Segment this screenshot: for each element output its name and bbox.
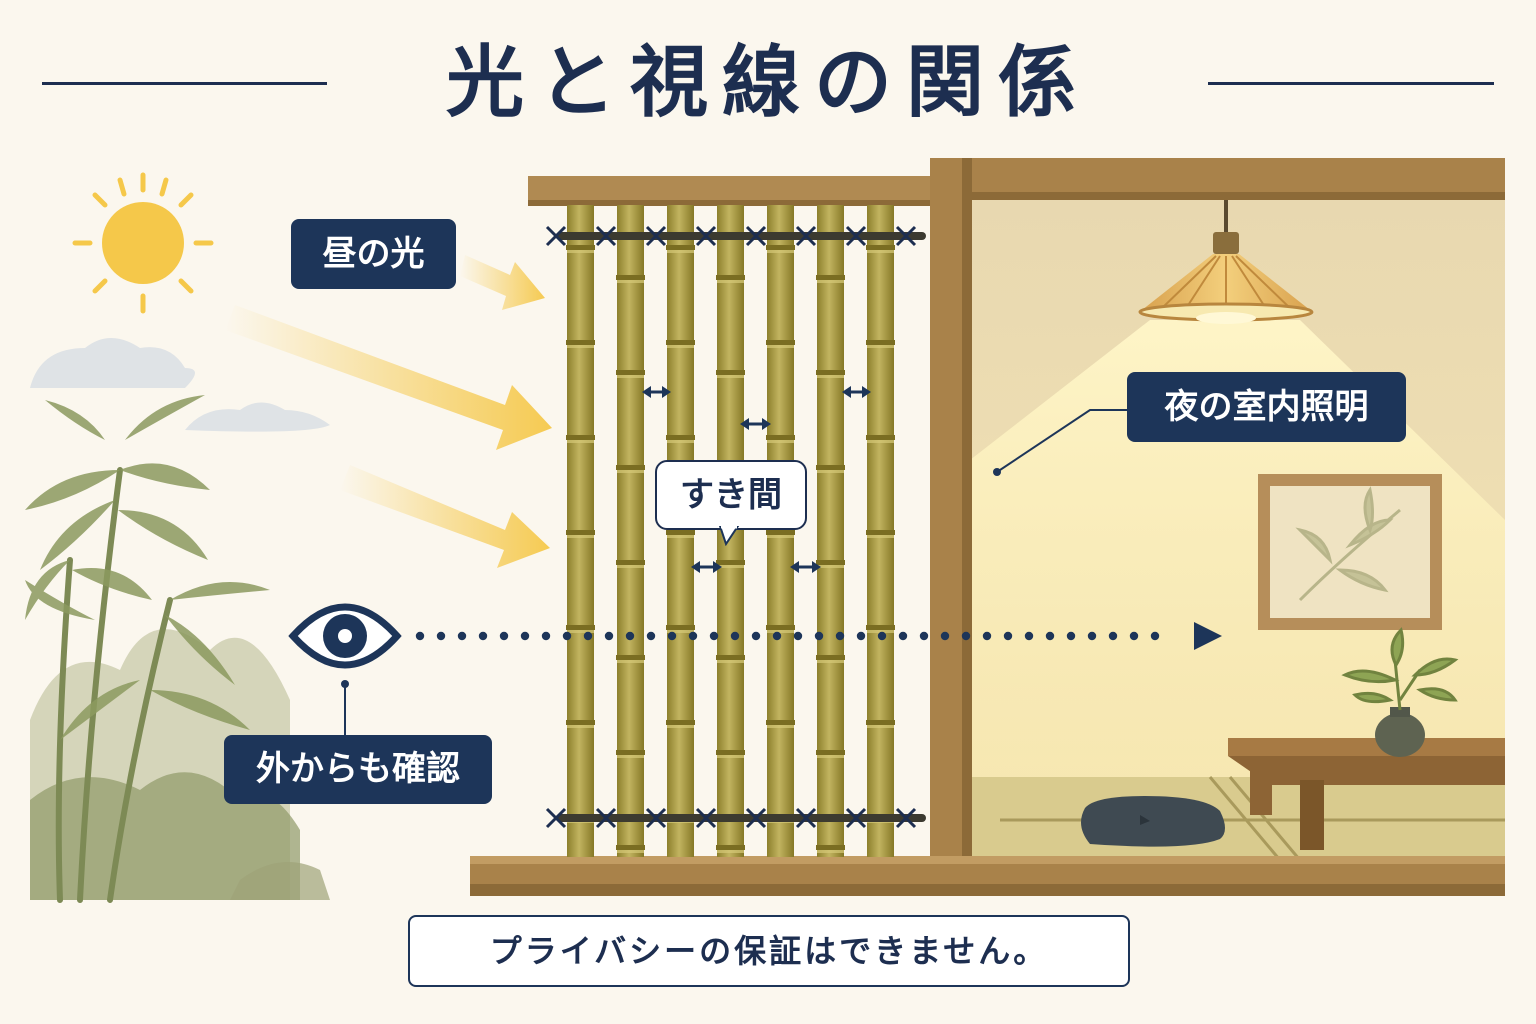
night-light-leader	[993, 409, 1128, 476]
low-table-icon	[1228, 738, 1505, 850]
sight-dot	[1129, 631, 1139, 641]
sight-dot	[457, 631, 467, 641]
gap-arrow	[691, 561, 722, 573]
sight-dot	[520, 631, 530, 641]
sight-dot	[1024, 631, 1034, 641]
sight-dot	[667, 631, 677, 641]
sight-arrowhead	[1194, 622, 1222, 650]
sight-dot	[940, 631, 950, 641]
sight-dot	[1108, 631, 1118, 641]
sight-dot	[415, 631, 425, 641]
sight-dot	[814, 631, 824, 641]
bamboo-plant-icon	[25, 395, 330, 903]
sight-dot	[856, 631, 866, 641]
sunlight-rays	[225, 255, 552, 568]
gap-arrow	[740, 418, 771, 430]
bamboo-screen	[545, 205, 926, 857]
sight-dot	[1066, 631, 1076, 641]
sight-dot	[604, 631, 614, 641]
sight-dot	[478, 631, 488, 641]
gap-arrow	[642, 386, 671, 398]
daylight-label: 昼の光	[291, 219, 456, 289]
sight-dot	[1003, 631, 1013, 641]
eye-icon	[288, 603, 402, 735]
privacy-notice: プライバシーの保証はできません。	[408, 915, 1130, 987]
page-title: 光と視線の関係	[445, 37, 1090, 128]
bamboo-pole	[766, 205, 795, 857]
title-rule-left	[42, 82, 327, 85]
gap-label: すき間	[655, 460, 807, 530]
bamboo-pole	[666, 205, 695, 857]
gap-arrow	[842, 386, 871, 398]
lashing-rope	[545, 807, 926, 829]
night-light-label: 夜の室内照明	[1127, 372, 1406, 442]
sight-dot	[625, 631, 635, 641]
sight-dot	[709, 631, 719, 641]
sight-dot	[793, 631, 803, 641]
bamboo-pole	[616, 205, 645, 857]
bamboo-pole	[816, 205, 845, 857]
bamboo-pole	[866, 205, 895, 857]
sight-dot	[1150, 631, 1160, 641]
sight-dot	[835, 631, 845, 641]
sight-dot	[541, 631, 551, 641]
sight-dot	[583, 631, 593, 641]
sight-dot	[436, 631, 446, 641]
cloud-icon	[30, 338, 330, 432]
sight-dot	[898, 631, 908, 641]
potted-plant-icon	[1341, 627, 1459, 757]
gap-bubble-tail	[718, 526, 740, 546]
sight-dot	[1087, 631, 1097, 641]
title-rule-right	[1208, 82, 1494, 85]
bamboo-pole	[566, 205, 595, 857]
line-of-sight	[415, 622, 1222, 650]
pendant-lamp-icon	[1138, 200, 1314, 324]
sight-dot	[961, 631, 971, 641]
sight-dot	[919, 631, 929, 641]
sight-dot	[751, 631, 761, 641]
framed-picture-icon	[1258, 474, 1442, 630]
sight-dot	[646, 631, 656, 641]
sight-dot	[982, 631, 992, 641]
sight-dot	[1045, 631, 1055, 641]
gap-arrow	[790, 561, 821, 573]
sight-dot	[772, 631, 782, 641]
sight-dot	[877, 631, 887, 641]
sight-dot	[730, 631, 740, 641]
gap-arrows	[642, 386, 871, 573]
sight-dot	[562, 631, 572, 641]
sight-dot	[499, 631, 509, 641]
sight-dot	[688, 631, 698, 641]
floor-cushion-icon	[1081, 796, 1225, 847]
sun-icon	[72, 172, 214, 314]
outside-view-label: 外からも確認	[224, 735, 492, 804]
wooden-frame	[470, 158, 1505, 896]
lashing-rope	[545, 225, 926, 247]
